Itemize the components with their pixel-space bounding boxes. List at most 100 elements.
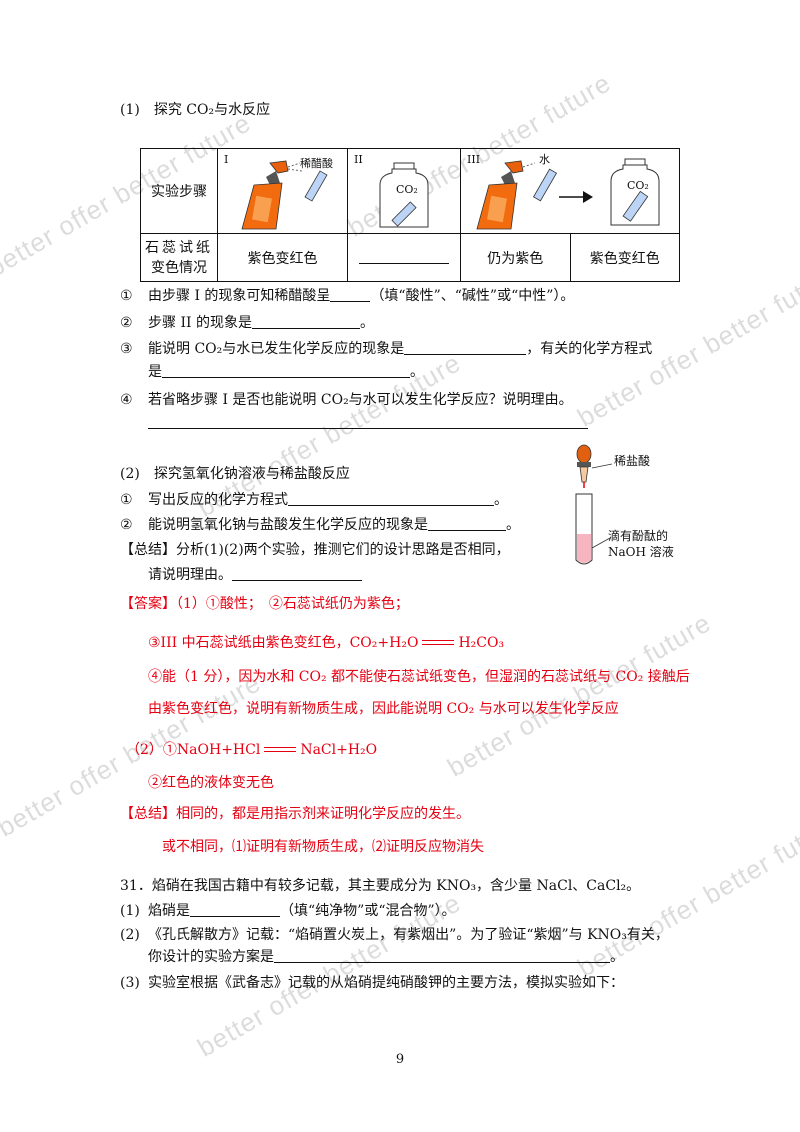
question-text: 由步骤 I 的现象可知稀醋酸呈 bbox=[148, 288, 331, 304]
bottle-gas-label: CO₂ bbox=[396, 183, 418, 196]
question-text: 若省略步骤 I 是否也能说明 CO₂与水可以发生化学反应？说明理由。 bbox=[148, 392, 573, 408]
question-31-stem: 31．焰硝在我国古籍中有较多记载，其主要成分为 KNO₃，含少量 NaCl、Ca… bbox=[120, 878, 641, 894]
step-3-cell: III 水 CO₂ bbox=[460, 148, 680, 234]
tube-label: 滴有酚酞的 NaOH 溶液 bbox=[608, 528, 674, 560]
tube-label-line: NaOH 溶液 bbox=[608, 545, 674, 559]
question-text: （填“纯净物”或“混合物”）。 bbox=[280, 903, 456, 919]
dropper-test-tube-icon bbox=[575, 444, 593, 565]
result-2-blank bbox=[347, 233, 461, 282]
answer-line-1: 【答案】（1）①酸性； ②石蕊试纸仍为紫色； bbox=[120, 596, 409, 612]
step-roman: III bbox=[467, 153, 481, 166]
period: 。 bbox=[494, 492, 508, 508]
step-roman: I bbox=[224, 153, 229, 166]
reagent-label: 稀醋酸 bbox=[300, 157, 333, 170]
answer-text: NaCl+H₂O bbox=[300, 742, 378, 758]
question-2-1: ① 写出反应的化学方程式 。 bbox=[120, 490, 508, 510]
circled-number: ② bbox=[120, 517, 133, 533]
arrow-right-icon bbox=[559, 191, 593, 203]
answer-line-3: ③III 中石蕊试纸由紫色变红色，CO₂+H₂O H₂CO₃ bbox=[148, 633, 504, 653]
question-text: 实验室根据《武备志》记载的从焰硝提纯硝酸钾的主要方法，模拟实验如下： bbox=[148, 975, 624, 991]
experiment-table: 实验步骤 I 稀醋酸 II bbox=[140, 148, 680, 282]
part-number: (2) bbox=[120, 927, 140, 943]
leader-line bbox=[591, 463, 613, 469]
answer-line-2-1: （2）①NaOH+HCl NaCl+H₂O bbox=[126, 740, 377, 760]
question-text: 是 bbox=[148, 364, 162, 380]
bottle-gas-label: CO₂ bbox=[627, 179, 649, 192]
question-text: 步骤 II 的现象是 bbox=[148, 315, 252, 331]
answer-blank[interactable] bbox=[404, 340, 527, 355]
period: 。 bbox=[410, 364, 424, 380]
summary-question: 【总结】分析(1)(2)两个实验，推测它们的设计思路是否相同， bbox=[120, 542, 510, 558]
result-1: 紫色变红色 bbox=[217, 233, 348, 282]
question-text: 能说明氢氧化钠与盐酸发生化学反应的现象是 bbox=[148, 517, 428, 533]
answer-line-2-2: ②红色的液体变无色 bbox=[148, 775, 274, 791]
reagent-label: 水 bbox=[539, 153, 550, 166]
equals-sign-icon bbox=[260, 745, 300, 755]
question-1-3: ③ 能说明 CO₂与水已发生化学反应的现象是 ，有关的化学方程式 bbox=[120, 339, 652, 359]
answer-blank[interactable] bbox=[274, 948, 610, 963]
answer-summary-2: 或不相同，⑴证明有新物质生成，⑵证明反应物消失 bbox=[162, 839, 484, 855]
circled-number: ① bbox=[120, 288, 133, 304]
answer-summary-1: 【总结】相同的，都是用指示剂来证明化学反应的发生。 bbox=[120, 806, 470, 822]
answer-blank[interactable] bbox=[251, 314, 360, 329]
summary-question-line2: 请说明理由。 bbox=[148, 565, 362, 585]
label-line: 变色情况 bbox=[151, 259, 207, 276]
question-text: 能说明 CO₂与水已发生化学反应的现象是 bbox=[148, 341, 405, 357]
question-text: 写出反应的化学方程式 bbox=[148, 492, 288, 508]
answer-line[interactable] bbox=[148, 428, 588, 429]
answer-line-4b: 由紫色变红色，说明有新物质生成，因此能说明 CO₂ 与水可以发生化学反应 bbox=[148, 701, 619, 717]
answer-blank[interactable] bbox=[232, 566, 362, 581]
equals-sign-icon bbox=[418, 638, 458, 648]
answer-text: ③III 中石蕊试纸由紫色变红色，CO₂+H₂O bbox=[148, 635, 419, 651]
question-text: 请说明理由。 bbox=[148, 567, 232, 583]
answer-blank[interactable] bbox=[190, 902, 280, 917]
gas-jar-icon bbox=[379, 162, 429, 228]
question-31-2: (2)《孔氏解散方》记载：“焰硝置火炭上，有紫烟出”。为了验证“紫烟”与 KNO… bbox=[120, 925, 669, 945]
question-1-3-line2: 是。 bbox=[148, 362, 424, 382]
label-line: 石蕊试纸 bbox=[145, 239, 213, 256]
result-4: 紫色变红色 bbox=[569, 233, 680, 282]
circled-number: ① bbox=[120, 492, 133, 508]
spray-bottle-icon bbox=[241, 160, 328, 230]
section-1-title: (1) 探究 CO₂与水反应 bbox=[120, 102, 271, 118]
tube-label-line: 滴有酚酞的 bbox=[608, 529, 669, 543]
part-number: (1) bbox=[120, 903, 140, 919]
question-1-2: ② 步骤 II 的现象是 。 bbox=[120, 313, 374, 333]
answer-line-4: ④能（1 分），因为水和 CO₂ 都不能使石蕊试纸变色，但湿润的石蕊试纸与 CO… bbox=[148, 669, 690, 685]
table-label-steps: 实验步骤 bbox=[140, 148, 218, 234]
leader-line bbox=[591, 537, 611, 549]
step-roman: II bbox=[354, 153, 363, 166]
answer-blank[interactable] bbox=[288, 491, 494, 506]
answer-text: （2）①NaOH+HCl bbox=[126, 742, 261, 758]
result-3: 仍为紫色 bbox=[460, 233, 571, 282]
question-text: 你设计的实验方案是 bbox=[148, 949, 274, 965]
question-1-1: ① 由步骤 I 的现象可知稀醋酸呈 （填“酸性”、“碱性”或“中性”）。 bbox=[120, 286, 574, 306]
step-1-cell: I 稀醋酸 bbox=[217, 148, 348, 234]
spray-bottle-icon bbox=[476, 160, 558, 230]
period: 。 bbox=[506, 517, 520, 533]
answer-blank[interactable] bbox=[162, 363, 410, 378]
circled-number: ② bbox=[120, 315, 133, 331]
period: 。 bbox=[359, 315, 374, 331]
page-number: 9 bbox=[395, 1052, 405, 1067]
question-31-2-line2: 你设计的实验方案是 。 bbox=[148, 947, 624, 967]
answer-blank[interactable] bbox=[428, 516, 506, 531]
gas-jar-icon bbox=[610, 158, 660, 226]
step-2-cell: II CO₂ bbox=[347, 148, 461, 234]
question-2-2: ② 能说明氢氧化钠与盐酸发生化学反应的现象是 。 bbox=[120, 515, 520, 535]
circled-number: ④ bbox=[120, 392, 133, 408]
circled-number: ③ bbox=[120, 341, 133, 357]
section-2-title: (2) 探究氢氧化钠溶液与稀盐酸反应 bbox=[120, 466, 350, 482]
dropper-label: 稀盐酸 bbox=[614, 454, 651, 468]
period: 。 bbox=[610, 949, 624, 965]
question-text: ，有关的化学方程式 bbox=[526, 341, 653, 357]
question-text: （填“酸性”、“碱性”或“中性”）。 bbox=[370, 288, 575, 304]
answer-blank[interactable] bbox=[330, 287, 371, 302]
table-label-result: 石蕊试纸 变色情况 bbox=[140, 233, 218, 282]
part-number: (3) bbox=[120, 975, 140, 991]
question-31-3: (3) 实验室根据《武备志》记载的从焰硝提纯硝酸钾的主要方法，模拟实验如下： bbox=[120, 973, 624, 993]
question-31-1: (1) 焰硝是 （填“纯净物”或“混合物”）。 bbox=[120, 901, 456, 921]
question-1-4: ④ 若省略步骤 I 是否也能说明 CO₂与水可以发生化学反应？说明理由。 bbox=[120, 390, 573, 410]
answer-text: H₂CO₃ bbox=[458, 635, 505, 651]
question-text: 焰硝是 bbox=[148, 903, 190, 919]
